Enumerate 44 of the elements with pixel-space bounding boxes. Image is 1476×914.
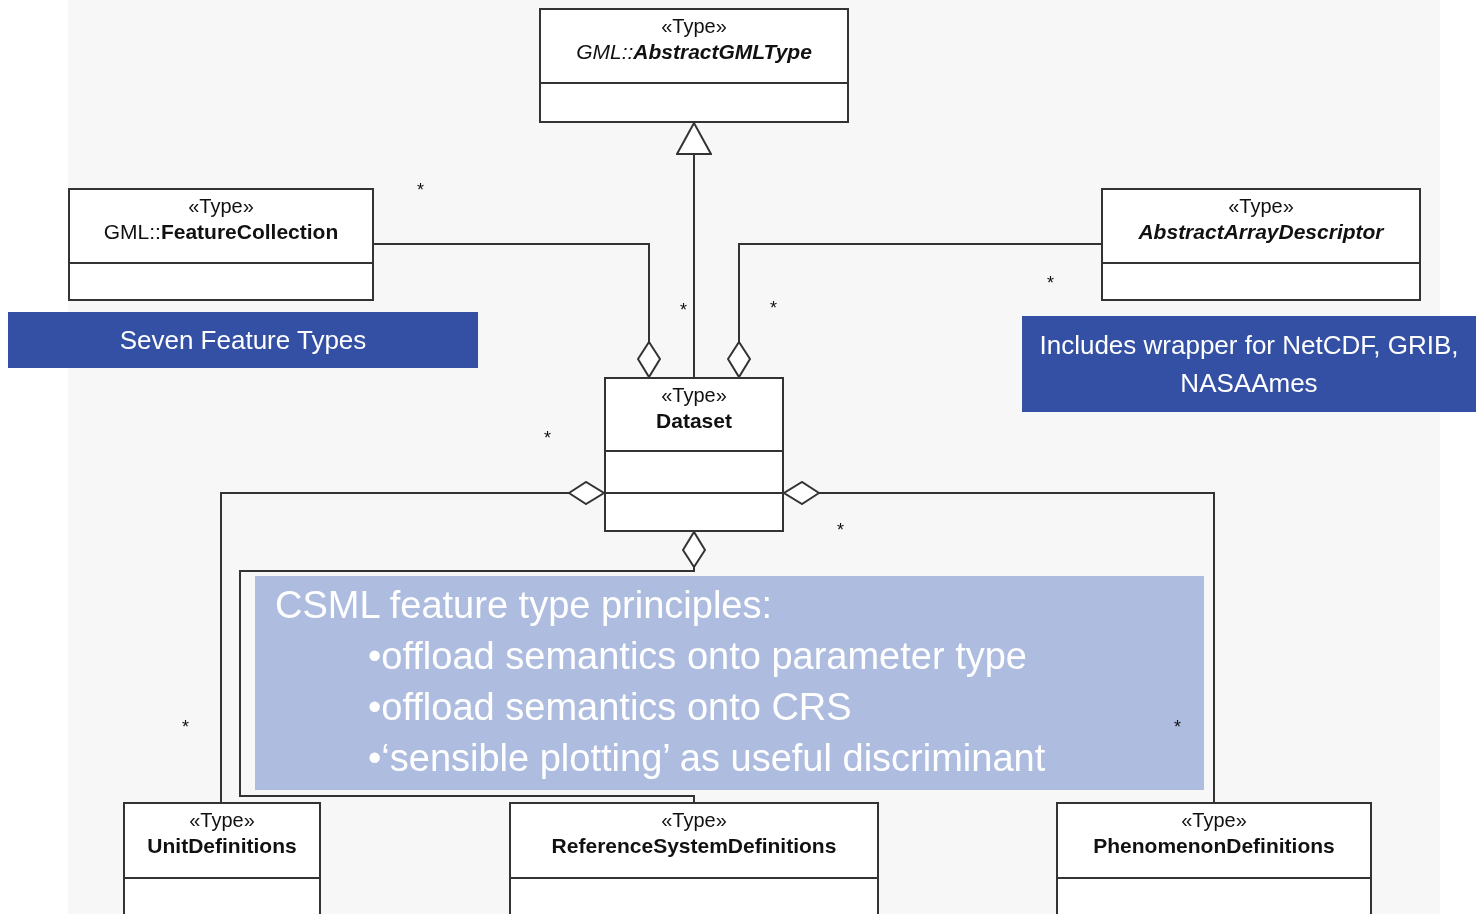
stereotype-label: «Type» bbox=[187, 194, 255, 218]
aggregation-line bbox=[783, 481, 1215, 803]
stereotype-label: «Type» bbox=[1180, 808, 1248, 832]
class-box bbox=[68, 188, 374, 301]
class-name: GML::FeatureCollection bbox=[102, 219, 340, 245]
aggregation-line bbox=[727, 243, 1102, 378]
stereotype-label: «Type» bbox=[660, 383, 728, 407]
multiplicity-label: * bbox=[544, 428, 551, 449]
class-name: ReferenceSystemDefinitions bbox=[550, 833, 838, 859]
bullet-point: •offload semantics onto CRS bbox=[368, 685, 852, 730]
multiplicity-label: * bbox=[1174, 717, 1181, 738]
generalization-arrow bbox=[676, 122, 712, 378]
note-text: Seven Feature Types bbox=[119, 324, 367, 357]
note-banner bbox=[8, 312, 478, 368]
multiplicity-label: * bbox=[837, 520, 844, 541]
class-name: UnitDefinitions bbox=[146, 833, 298, 859]
multiplicity-label: * bbox=[770, 298, 777, 319]
class-name: GML::AbstractGMLType bbox=[575, 39, 813, 65]
aggregation-line bbox=[239, 531, 706, 803]
bullet-point: •‘sensible plotting’ as useful discriminant bbox=[368, 736, 1046, 781]
bullet-point: •offload semantics onto parameter type bbox=[368, 634, 1027, 679]
class-box bbox=[1101, 188, 1421, 301]
class-name: PhenomenonDefinitions bbox=[1092, 833, 1336, 859]
stereotype-label: «Type» bbox=[188, 808, 256, 832]
note-panel bbox=[255, 576, 1204, 790]
multiplicity-label: * bbox=[1047, 273, 1054, 294]
class-box bbox=[1056, 802, 1372, 914]
class-box bbox=[539, 8, 849, 123]
panel-heading: CSML feature type principles: bbox=[275, 583, 773, 628]
aggregation-line bbox=[220, 481, 605, 803]
class-box bbox=[123, 802, 321, 914]
class-name: Dataset bbox=[655, 408, 733, 434]
stereotype-label: «Type» bbox=[1227, 194, 1295, 218]
multiplicity-label: * bbox=[680, 300, 687, 321]
multiplicity-label: * bbox=[417, 180, 424, 201]
class-name: AbstractArrayDescriptor bbox=[1137, 219, 1386, 245]
stereotype-label: «Type» bbox=[660, 808, 728, 832]
stereotype-label: «Type» bbox=[660, 14, 728, 38]
multiplicity-label: * bbox=[182, 717, 189, 738]
note-text: Includes wrapper for NetCDF, GRIB, NASAAmes bbox=[1038, 329, 1460, 400]
aggregation-line bbox=[373, 243, 661, 378]
note-banner bbox=[1022, 316, 1476, 412]
class-box bbox=[509, 802, 879, 914]
class-box bbox=[604, 377, 784, 532]
